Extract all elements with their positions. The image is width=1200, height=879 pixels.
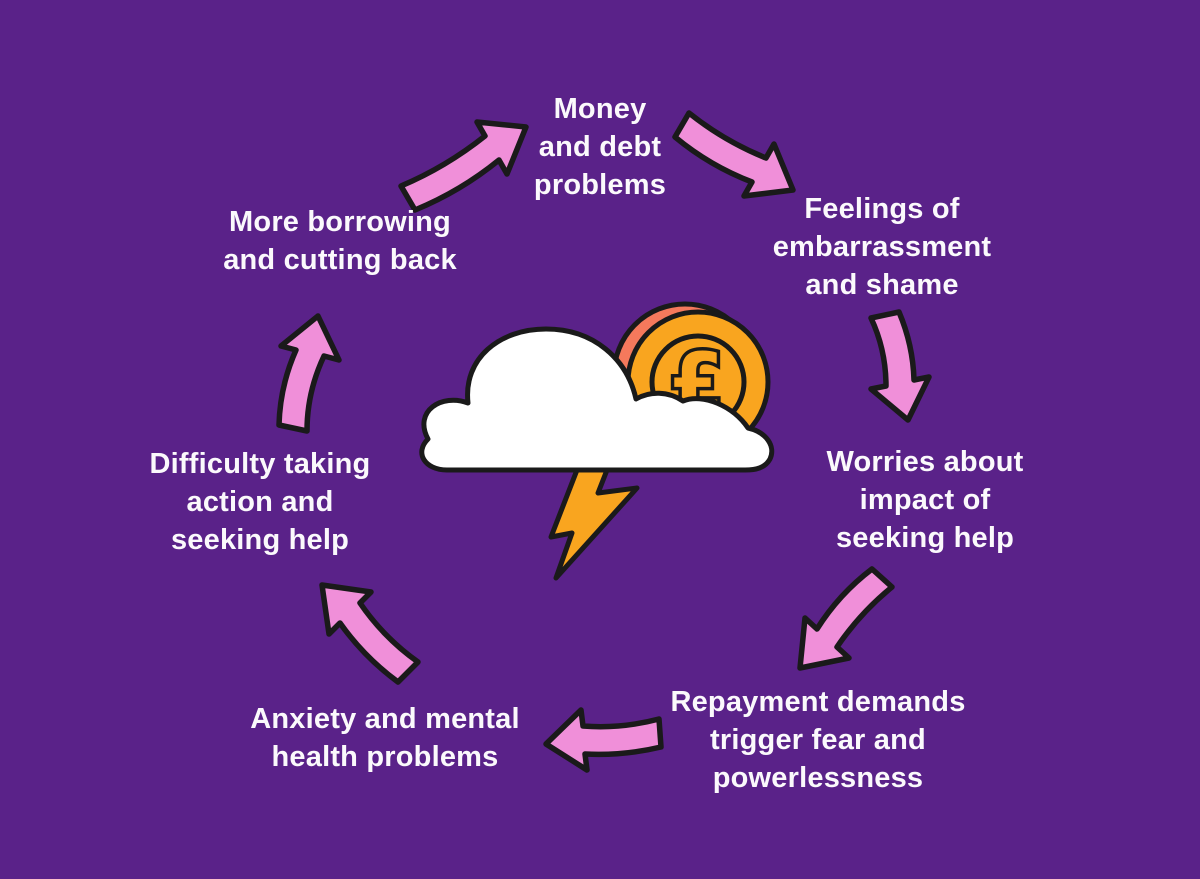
- stage-label-repayment: Repayment demands trigger fear and power…: [670, 686, 966, 794]
- arrow-difficulty-to-borrowing-icon: [276, 313, 342, 434]
- arrow-anxiety-to-difficulty-icon: [319, 582, 421, 685]
- stage-label-difficulty: Difficulty taking action and seeking hel…: [149, 448, 371, 556]
- arrow-repayment-to-anxiety-icon: [543, 707, 664, 773]
- stage-label-worries: Worries about impact of seeking help: [826, 446, 1024, 554]
- storm-cloud-money-illustration: £: [419, 301, 775, 581]
- stage-label-anxiety: Anxiety and mental health problems: [250, 703, 520, 773]
- stage-label-feelings: Feelings of embarrassment and shame: [772, 193, 992, 301]
- arrow-feelings-to-worries-icon: [868, 309, 932, 423]
- arrow-money-to-feelings-icon: [672, 110, 796, 199]
- arrow-worries-to-repayment-icon: [797, 566, 895, 671]
- storm-cloud-icon: [419, 326, 775, 473]
- cycle-arrows: [276, 110, 932, 773]
- arrow-borrowing-to-money-icon: [398, 119, 529, 213]
- stage-label-borrowing: More borrowing and cutting back: [223, 206, 457, 276]
- lightning-bolt-icon: [548, 467, 640, 581]
- stage-label-money-debt: Money and debt problems: [533, 93, 667, 201]
